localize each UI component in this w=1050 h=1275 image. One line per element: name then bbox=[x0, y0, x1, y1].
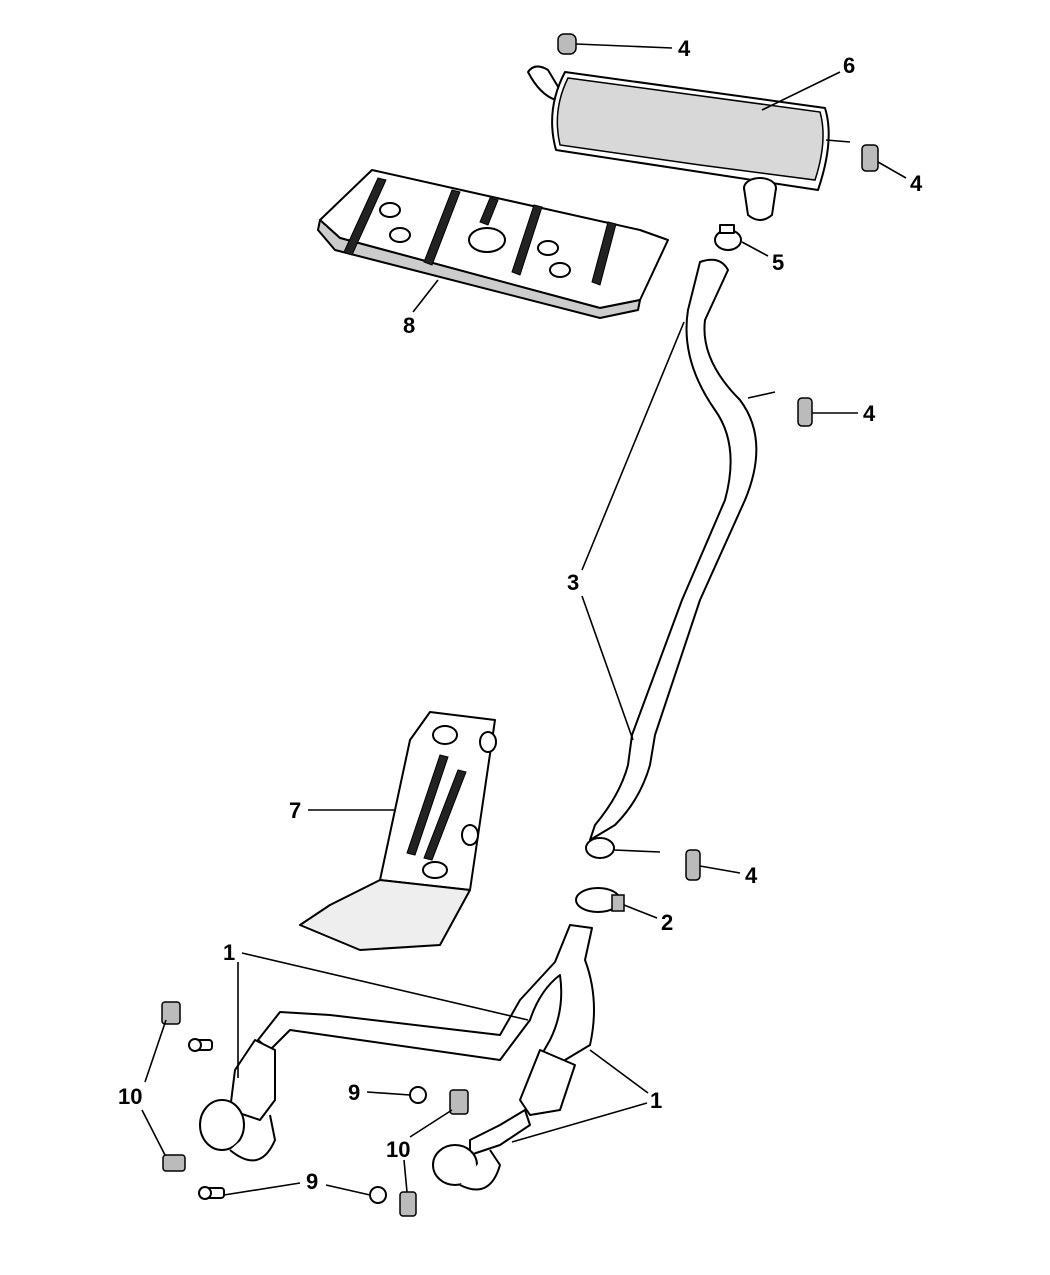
bolt-lower-left[interactable] bbox=[198, 1186, 225, 1200]
callout-4-muffler: 4 bbox=[910, 171, 923, 196]
callout-7: 7 bbox=[289, 798, 301, 823]
nut-lower-left[interactable] bbox=[162, 1154, 186, 1172]
callout-3: 3 bbox=[567, 570, 579, 595]
callout-10-mid: 10 bbox=[386, 1137, 410, 1162]
callout-4-mid: 4 bbox=[863, 401, 876, 426]
callout-4-lower: 4 bbox=[745, 863, 758, 888]
callout-1-right: 1 bbox=[650, 1088, 662, 1113]
callout-5: 5 bbox=[772, 250, 784, 275]
nut-lower-mid[interactable] bbox=[399, 1191, 417, 1217]
callout-9-mid: 9 bbox=[348, 1080, 360, 1105]
bolt-upper-left[interactable] bbox=[188, 1038, 213, 1052]
clamp-upper[interactable] bbox=[714, 224, 742, 251]
hanger-isolator-muffler[interactable] bbox=[861, 144, 879, 172]
bolt-mid[interactable] bbox=[409, 1086, 427, 1104]
callout-4-top: 4 bbox=[678, 36, 691, 61]
clamp-lower[interactable] bbox=[575, 887, 625, 913]
catalytic-converter-y-pipe[interactable] bbox=[199, 924, 595, 1191]
leader-lines bbox=[141, 43, 907, 1196]
callout-6: 6 bbox=[843, 53, 855, 78]
hanger-isolator-lower[interactable] bbox=[685, 849, 701, 881]
bolt-lower-mid[interactable] bbox=[369, 1186, 387, 1204]
heat-shield-rear[interactable] bbox=[317, 169, 669, 319]
callout-8: 8 bbox=[403, 313, 415, 338]
hanger-isolator-top[interactable] bbox=[557, 33, 577, 55]
callout-10-left: 10 bbox=[118, 1084, 142, 1109]
callout-9-lower: 9 bbox=[306, 1169, 318, 1194]
callout-2: 2 bbox=[661, 910, 673, 935]
intermediate-pipe[interactable] bbox=[585, 258, 776, 859]
hanger-isolator-mid[interactable] bbox=[797, 397, 813, 427]
heat-shield-front[interactable] bbox=[299, 711, 497, 951]
callout-1-left: 1 bbox=[223, 940, 235, 965]
muffler[interactable] bbox=[527, 65, 851, 221]
callout-numbers: 4 6 4 5 8 4 3 7 4 2 1 10 9 1 10 9 bbox=[118, 36, 923, 1194]
nut-mid[interactable] bbox=[449, 1089, 469, 1115]
nut-upper-left[interactable] bbox=[161, 1001, 181, 1025]
